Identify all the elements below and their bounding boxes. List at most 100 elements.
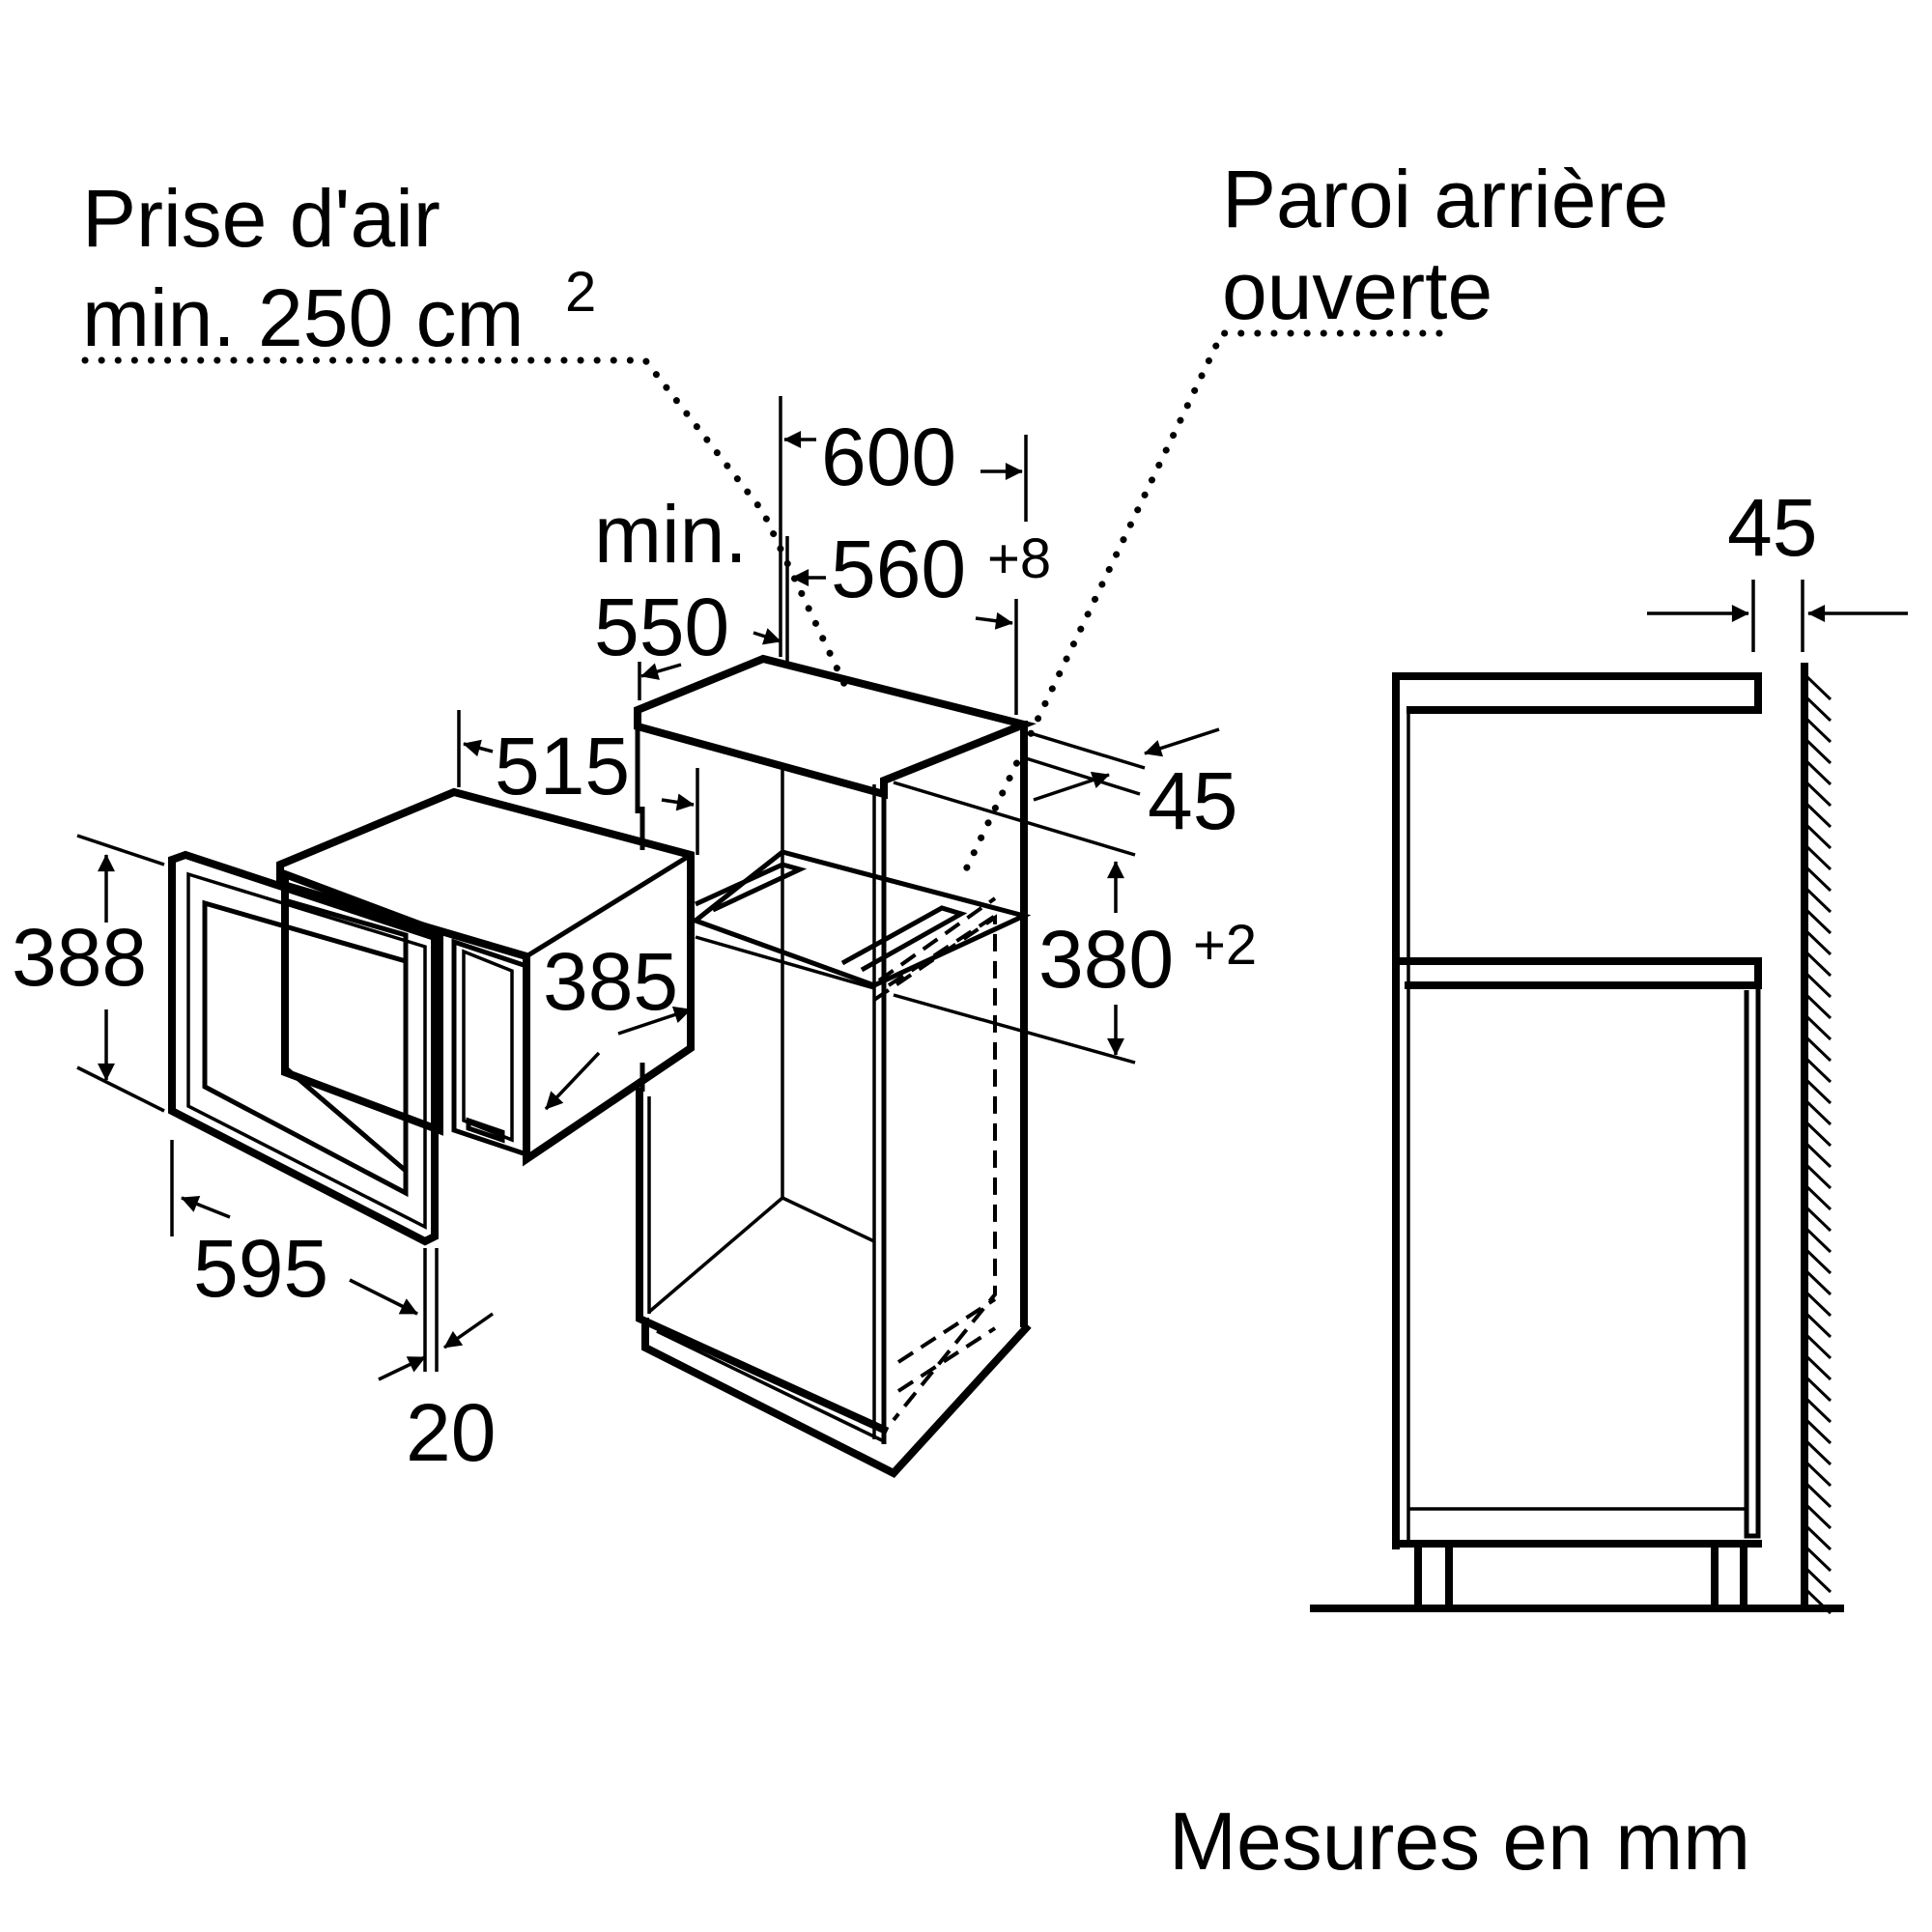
dim-20: 20 <box>406 1387 496 1478</box>
hatch-stroke <box>1804 1036 1833 1063</box>
dim-550-arrow-left <box>640 663 682 680</box>
hatch-stroke <box>1804 781 1833 808</box>
hatch-stroke <box>1804 759 1833 786</box>
hatch-stroke <box>1804 738 1833 765</box>
hatch-stroke <box>1804 1482 1833 1509</box>
hatch-stroke <box>1804 1078 1833 1105</box>
section-leg-left <box>1414 1542 1453 1612</box>
hatch-stroke <box>1804 929 1833 956</box>
hatch-stroke <box>1804 1291 1833 1318</box>
dim-45-ext-1 <box>1033 732 1146 770</box>
dim-595-arrow-right <box>349 1278 418 1316</box>
dim-515-arrow-left <box>463 739 494 757</box>
hatch-stroke <box>1804 717 1833 744</box>
dim-45-ext-2 <box>1025 756 1141 796</box>
dim-380-ext-top <box>893 781 1136 857</box>
hatch-stroke <box>1804 1248 1833 1275</box>
cabinet-lower-side <box>636 1088 890 1435</box>
dimension-labels: 600 560 +8 550 515 45 380 +2 388 385 595… <box>12 412 1817 1478</box>
cabinet-runner-right <box>840 905 968 973</box>
hatch-stroke <box>1804 1014 1833 1041</box>
hatch-stroke <box>1804 993 1833 1020</box>
dim-550: 550 <box>594 582 729 672</box>
hatch-stroke <box>1804 887 1833 914</box>
hatch-stroke <box>1804 1227 1833 1254</box>
hatch-stroke <box>1804 1333 1833 1360</box>
hatch-stroke <box>1804 1503 1833 1530</box>
hatch-stroke <box>1804 1524 1833 1551</box>
hatch-stroke <box>1804 1439 1833 1466</box>
microwave-appliance <box>168 787 695 1246</box>
microwave-window-glass <box>282 896 409 1177</box>
dim-595-arrow-left <box>181 1195 231 1219</box>
hatch-stroke <box>1804 844 1833 871</box>
rear-wall-line1: Paroi arrière <box>1222 154 1668 244</box>
section-door <box>1744 985 1761 1539</box>
dim-380-ext-bottom <box>893 993 1136 1065</box>
cabinet-shelf <box>690 849 1032 988</box>
microwave-button <box>466 1117 505 1144</box>
dim-45-arrow-2 <box>1033 771 1110 802</box>
dim-385: 385 <box>543 936 678 1027</box>
cabinet-shelf-front <box>695 935 875 990</box>
hatch-stroke <box>1804 696 1833 723</box>
cabinet-hidden-edge-4 <box>896 1326 997 1393</box>
dim-560: 560 <box>831 524 966 614</box>
dim-515: 515 <box>495 721 630 811</box>
air-intake-superscript: 2 <box>565 261 596 324</box>
cabinet-plinth-top <box>656 1329 885 1443</box>
min-label: min. <box>594 489 748 580</box>
air-intake-line1: Prise d'air <box>82 173 440 264</box>
cabinet-floor-diag <box>647 1196 784 1314</box>
dim-380: 380 <box>1038 914 1174 1005</box>
dim-595: 595 <box>193 1223 328 1314</box>
microwave-door <box>281 868 443 1136</box>
section-worktop <box>1392 672 1762 714</box>
dim-600: 600 <box>821 412 956 502</box>
microwave-window <box>202 899 409 1198</box>
cabinet-floor-back <box>781 1196 875 1243</box>
air-intake-label: Prise d'air min. 250 cm 2 <box>82 173 596 363</box>
dim-385-arrow-bottom <box>544 1051 601 1111</box>
dim-388-ext-top <box>76 834 165 867</box>
hatch-stroke <box>1804 1418 1833 1445</box>
dimension-lines <box>76 396 1220 1381</box>
hatch-stroke <box>1804 972 1833 999</box>
hatch-stroke <box>1804 866 1833 893</box>
dim-380-tolerance: +2 <box>1193 914 1257 977</box>
section-view <box>1310 580 1908 1615</box>
cabinet-hidden-edge-2 <box>887 911 1002 987</box>
dim-550-arrow-right <box>753 628 781 645</box>
dim-45-arrow-1 <box>1144 727 1220 757</box>
hatch-stroke <box>1804 1461 1833 1488</box>
hatch-stroke <box>1804 1269 1833 1296</box>
hatch-stroke <box>1804 1376 1833 1403</box>
cabinet-isometric <box>634 654 1037 1478</box>
hatch-stroke <box>1804 951 1833 978</box>
hatch-stroke <box>1804 908 1833 935</box>
cabinet-hidden-edges <box>872 914 997 1422</box>
section-wall-hatch <box>1804 674 1833 1615</box>
microwave-front-frame <box>168 850 439 1246</box>
rear-wall-leader <box>962 329 1443 873</box>
dim-45-section: 45 <box>1727 482 1817 573</box>
rear-wall-line2: ouverte <box>1222 245 1492 336</box>
hatch-stroke <box>1804 1206 1833 1233</box>
section-shelf <box>1392 957 1762 989</box>
hatch-stroke <box>1804 1312 1833 1339</box>
rear-wall-label: Paroi arrière ouverte <box>1222 154 1668 336</box>
hatch-stroke <box>1804 1354 1833 1381</box>
microwave-control-panel <box>451 938 529 1158</box>
hatch-stroke <box>1804 1057 1833 1084</box>
microwave-control-inner <box>462 949 514 1143</box>
hatch-stroke <box>1804 1397 1833 1424</box>
microwave-front-inner <box>186 871 427 1230</box>
hatch-stroke <box>1804 1142 1833 1169</box>
microwave-body-edge <box>525 852 693 959</box>
hatch-stroke <box>1804 823 1833 850</box>
cabinet-hidden-edge-5 <box>877 896 997 982</box>
dim-20-arrow-right <box>442 1312 495 1350</box>
air-intake-line2: min. 250 cm <box>82 272 525 363</box>
cabinet-top-board <box>634 654 1037 800</box>
